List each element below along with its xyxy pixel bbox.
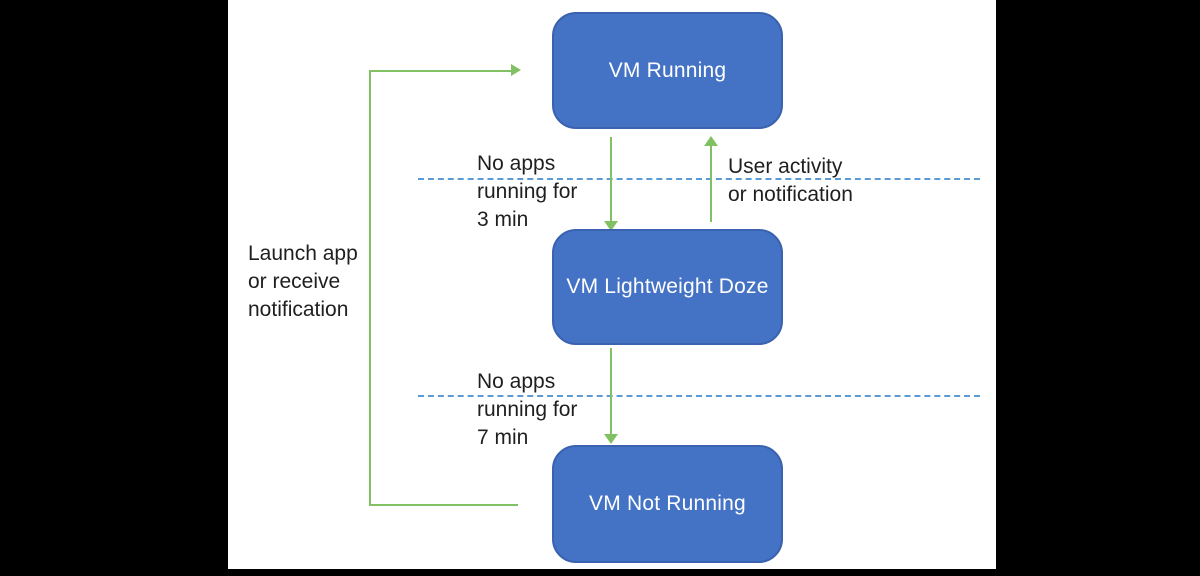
loopback-arrowhead-icon: [511, 64, 521, 76]
edge-label-user-activity: User activity or notification: [728, 153, 853, 209]
label-line: 3 min: [477, 208, 529, 231]
edge-label-launch-app: Launch app or receive notification: [248, 240, 358, 324]
label-line: No apps: [477, 370, 556, 393]
running-to-doze-arrowhead-icon: [604, 221, 618, 231]
loopback-arrow-top-line: [369, 70, 511, 72]
label-line: or receive: [248, 270, 341, 293]
dashed-separator-bottom: [418, 395, 980, 397]
label-line: 7 min: [477, 426, 529, 449]
edge-label-no-apps-7min: No apps running for 7 min: [477, 368, 577, 452]
label-line: No apps: [477, 152, 556, 175]
dashed-separator-top: [418, 178, 980, 180]
running-to-doze-arrow-line: [610, 137, 612, 221]
state-label-vm-not-running: VM Not Running: [589, 492, 746, 515]
loopback-arrow-vertical-line: [369, 70, 371, 506]
doze-to-running-arrow-line: [710, 146, 712, 222]
state-label-vm-running: VM Running: [608, 58, 727, 82]
diagram-canvas: VM Running VM Lightweight Doze VM Not Ru…: [228, 0, 996, 569]
doze-to-notrunning-arrowhead-icon: [604, 434, 618, 444]
doze-to-running-arrowhead-icon: [704, 136, 718, 146]
state-box-vm-lightweight-doze: VM Lightweight Doze: [552, 229, 783, 345]
label-line: running for: [477, 398, 578, 421]
label-line: notification: [248, 298, 349, 321]
edge-label-no-apps-3min: No apps running for 3 min: [477, 150, 577, 234]
doze-to-notrunning-arrow-line: [610, 348, 612, 435]
label-line: running for: [477, 180, 578, 203]
state-box-vm-not-running: VM Not Running: [552, 445, 783, 563]
state-label-vm-lightweight-doze: VM Lightweight Doze: [566, 275, 769, 298]
label-line: or notification: [728, 183, 853, 206]
label-line: User activity: [728, 155, 843, 178]
state-box-vm-running: VM Running: [552, 12, 783, 129]
label-line: Launch app: [248, 242, 358, 265]
loopback-arrow-bottom-line: [369, 504, 518, 506]
